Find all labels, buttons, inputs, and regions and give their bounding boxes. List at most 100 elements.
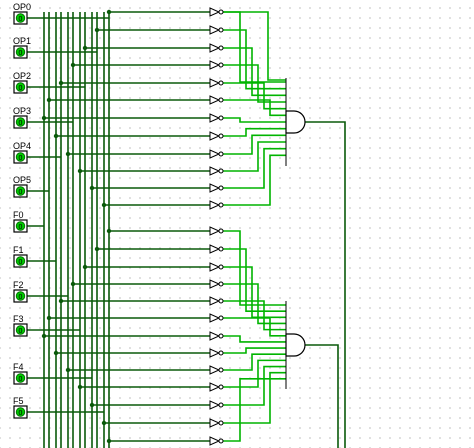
not-gate-body	[209, 244, 221, 254]
input-pin-led	[15, 117, 26, 127]
not-gate-body	[209, 43, 221, 53]
not-gate	[209, 25, 224, 35]
input-pin-label: F0	[13, 210, 24, 220]
wire-junction	[70, 281, 76, 287]
not-gate-body	[209, 149, 221, 159]
not-gate-bubble	[218, 402, 224, 408]
not-gate-bubble	[218, 367, 224, 373]
input-pin-value: 0	[19, 189, 23, 196]
and-gate-2	[285, 333, 306, 357]
input-pin-label: F3	[13, 314, 24, 324]
input-pin-f3[interactable]: F30	[13, 314, 28, 337]
wire-junction	[101, 420, 107, 426]
input-pin-led	[15, 47, 26, 57]
and-output-wire	[305, 121, 346, 448]
not-gate-bubble	[218, 62, 224, 68]
wire-junction	[89, 402, 95, 408]
not-gate-body	[209, 400, 221, 410]
not-gate	[209, 244, 224, 254]
not-gate-bubble	[218, 264, 224, 270]
input-pin-label: OP0	[13, 2, 31, 12]
input-pin-f0[interactable]: F0 0	[13, 210, 28, 233]
not-gate	[209, 78, 224, 88]
not-gate-body	[209, 183, 221, 193]
input-pin-led	[15, 13, 26, 23]
wire-junction	[94, 27, 100, 33]
wire-junction	[101, 202, 107, 208]
input-pin-label: F4	[13, 362, 24, 372]
input-pin-label: OP5	[13, 175, 31, 185]
not-gate-body	[209, 382, 221, 392]
not-gate-bubble	[218, 185, 224, 191]
not-gate-bubble	[218, 333, 224, 339]
not-gate	[209, 166, 224, 176]
and-input-wire	[223, 353, 286, 371]
wire-junction	[94, 246, 100, 252]
not-gate-bubble	[218, 438, 224, 444]
and-input-wire	[223, 371, 286, 424]
not-gate-bubble	[218, 202, 224, 208]
not-gate-body	[209, 313, 221, 323]
not-gate-body	[209, 200, 221, 210]
and-input-wire	[223, 266, 286, 319]
input-pin-led	[15, 152, 26, 162]
not-gate	[209, 400, 224, 410]
not-gate-body	[209, 331, 221, 341]
not-gate-bubble	[218, 9, 224, 15]
input-pin-f1[interactable]: F1 0	[13, 245, 28, 268]
input-pin-label: OP2	[13, 71, 31, 81]
input-pin-f5[interactable]: F50	[13, 396, 28, 419]
not-gate-bubble	[218, 228, 224, 234]
and-gate-1	[285, 110, 306, 134]
and-input-wire	[223, 365, 286, 406]
input-pin-value: 0	[19, 259, 23, 266]
not-gate-body	[209, 418, 221, 428]
not-gate	[209, 7, 224, 17]
input-pin-value: 0	[19, 120, 23, 127]
wire-junction	[53, 350, 59, 356]
input-pin-led	[15, 407, 26, 417]
not-gate-body	[209, 348, 221, 358]
input-pin-led	[15, 82, 26, 92]
input-pin-led	[15, 291, 26, 301]
input-pin-f4[interactable]: F40	[13, 362, 28, 385]
input-pin-value: 0	[19, 50, 23, 57]
not-gate-body	[209, 7, 221, 17]
and-input-wire	[223, 248, 286, 312]
input-pin-label: F1	[13, 245, 24, 255]
input-pin-label: OP3	[13, 106, 31, 116]
not-gate	[209, 279, 224, 289]
and-input-wire	[223, 335, 286, 343]
and-input-wire	[223, 317, 286, 337]
not-gate	[209, 382, 224, 392]
not-gate-body	[209, 166, 221, 176]
not-gate	[209, 313, 224, 323]
input-pin-label: OP1	[13, 36, 31, 46]
input-pin-value: 0	[19, 224, 23, 231]
not-gate-bubble	[218, 246, 224, 252]
input-pin-op1[interactable]: OP1 0	[13, 36, 31, 59]
not-gate	[209, 149, 224, 159]
input-pin-op5[interactable]: OP5 0	[13, 175, 31, 198]
input-pin-label: F5	[13, 396, 24, 406]
wire-junction	[53, 133, 59, 139]
not-gate-body	[209, 131, 221, 141]
wire-junction	[65, 151, 71, 157]
wire-junction	[41, 115, 47, 121]
not-gate	[209, 262, 224, 272]
not-gate-bubble	[218, 350, 224, 356]
and-input-wire	[223, 134, 286, 155]
wire-junction	[58, 80, 64, 86]
input-pin-f2[interactable]: F20	[13, 280, 28, 303]
not-gate	[209, 200, 224, 210]
and-input-wire	[223, 141, 286, 172]
input-pin-op3[interactable]: OP3 0	[13, 106, 31, 129]
not-gate-body	[209, 436, 221, 446]
wire-junction	[77, 168, 83, 174]
not-gate-bubble	[218, 168, 224, 174]
input-pin-led	[15, 186, 26, 196]
